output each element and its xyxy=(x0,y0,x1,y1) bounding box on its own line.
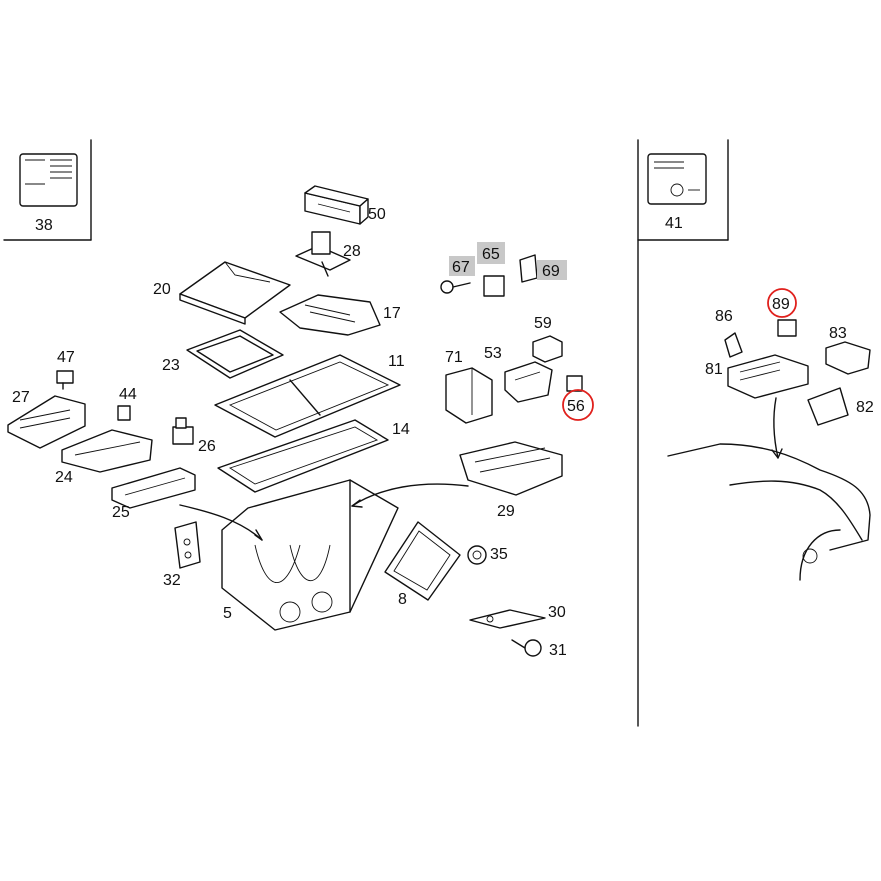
part-65: 65 xyxy=(477,242,505,297)
inset-frame-41: 41 xyxy=(637,139,729,727)
part-26: 26 xyxy=(172,417,216,455)
part-14: 14 xyxy=(217,419,410,493)
part-27: 27 xyxy=(7,389,86,449)
part-29: 29 xyxy=(459,441,563,520)
callout-86: 86 xyxy=(715,308,733,325)
part-83: 83 xyxy=(825,325,871,375)
part-69: 69 xyxy=(519,254,567,283)
callout-67: 67 xyxy=(452,259,470,276)
part-71: 71 xyxy=(445,349,493,424)
arrowhead-29 xyxy=(351,499,363,508)
callout-59: 59 xyxy=(534,315,552,332)
part-44: 44 xyxy=(117,386,137,421)
callout-8: 8 xyxy=(398,591,407,608)
part-8: 8 xyxy=(384,521,461,608)
callout-14: 14 xyxy=(392,421,410,438)
part-89: 89 xyxy=(767,288,797,337)
highlight-tag-69 xyxy=(537,260,567,280)
highlight-ring-89 xyxy=(767,288,797,318)
callout-31: 31 xyxy=(549,642,567,659)
part-25: 25 xyxy=(111,467,196,521)
callout-27: 27 xyxy=(12,389,30,406)
callout-35: 35 xyxy=(490,546,508,563)
highlight-ring-56 xyxy=(562,389,594,421)
callout-71: 71 xyxy=(445,349,463,366)
callout-29: 29 xyxy=(497,503,515,520)
callout-28: 28 xyxy=(343,243,361,260)
arrowhead-25 xyxy=(254,529,263,541)
callout-32: 32 xyxy=(163,572,181,589)
callout-30: 30 xyxy=(548,604,566,621)
highlight-tag-67 xyxy=(449,256,475,276)
part-5: 5 xyxy=(221,479,399,631)
highlight-tag-65 xyxy=(477,242,505,264)
callout-53: 53 xyxy=(484,345,502,362)
callout-26: 26 xyxy=(198,438,216,455)
part-20: 20 xyxy=(153,261,291,325)
arrowhead-car xyxy=(771,448,783,459)
part-32: 32 xyxy=(163,521,201,589)
part-30: 30 xyxy=(469,604,566,629)
callout-65: 65 xyxy=(482,246,500,263)
callout-20: 20 xyxy=(153,281,171,298)
part-11: 11 xyxy=(214,353,405,438)
callout-24: 24 xyxy=(55,469,73,486)
callout-83: 83 xyxy=(829,325,847,342)
part-82: 82 xyxy=(807,387,874,426)
arrow-to-car xyxy=(773,397,779,459)
callout-82: 82 xyxy=(856,399,874,416)
part-86: 86 xyxy=(715,308,743,358)
arrow-29-to-5 xyxy=(351,483,469,507)
callout-69: 69 xyxy=(542,263,560,280)
part-53: 53 xyxy=(484,345,553,403)
part-23: 23 xyxy=(162,329,284,379)
callout-56: 56 xyxy=(567,398,585,415)
callout-25: 25 xyxy=(112,504,130,521)
part-59: 59 xyxy=(532,315,563,363)
callout-17: 17 xyxy=(383,305,401,322)
callout-38: 38 xyxy=(35,217,53,234)
inset-frame-38: 38 xyxy=(3,139,92,241)
callout-47: 47 xyxy=(57,349,75,366)
part-35: 35 xyxy=(467,545,508,565)
callout-41: 41 xyxy=(665,215,683,232)
part-17: 17 xyxy=(279,294,401,336)
part-56: 56 xyxy=(562,375,594,421)
callout-5: 5 xyxy=(223,605,232,622)
part-47: 47 xyxy=(56,349,75,390)
part-50: 50 xyxy=(304,185,386,225)
car-outline xyxy=(667,443,871,581)
part-67: 67 xyxy=(440,256,475,294)
callout-11: 11 xyxy=(388,353,405,370)
callout-81: 81 xyxy=(705,361,723,378)
callout-23: 23 xyxy=(162,357,180,374)
part-24: 24 xyxy=(55,429,153,486)
callout-50: 50 xyxy=(368,206,386,223)
part-81: 81 xyxy=(705,354,809,399)
part-31: 31 xyxy=(511,639,567,659)
part-28: 28 xyxy=(295,231,361,277)
callout-89: 89 xyxy=(772,296,790,313)
callout-44: 44 xyxy=(119,386,137,403)
